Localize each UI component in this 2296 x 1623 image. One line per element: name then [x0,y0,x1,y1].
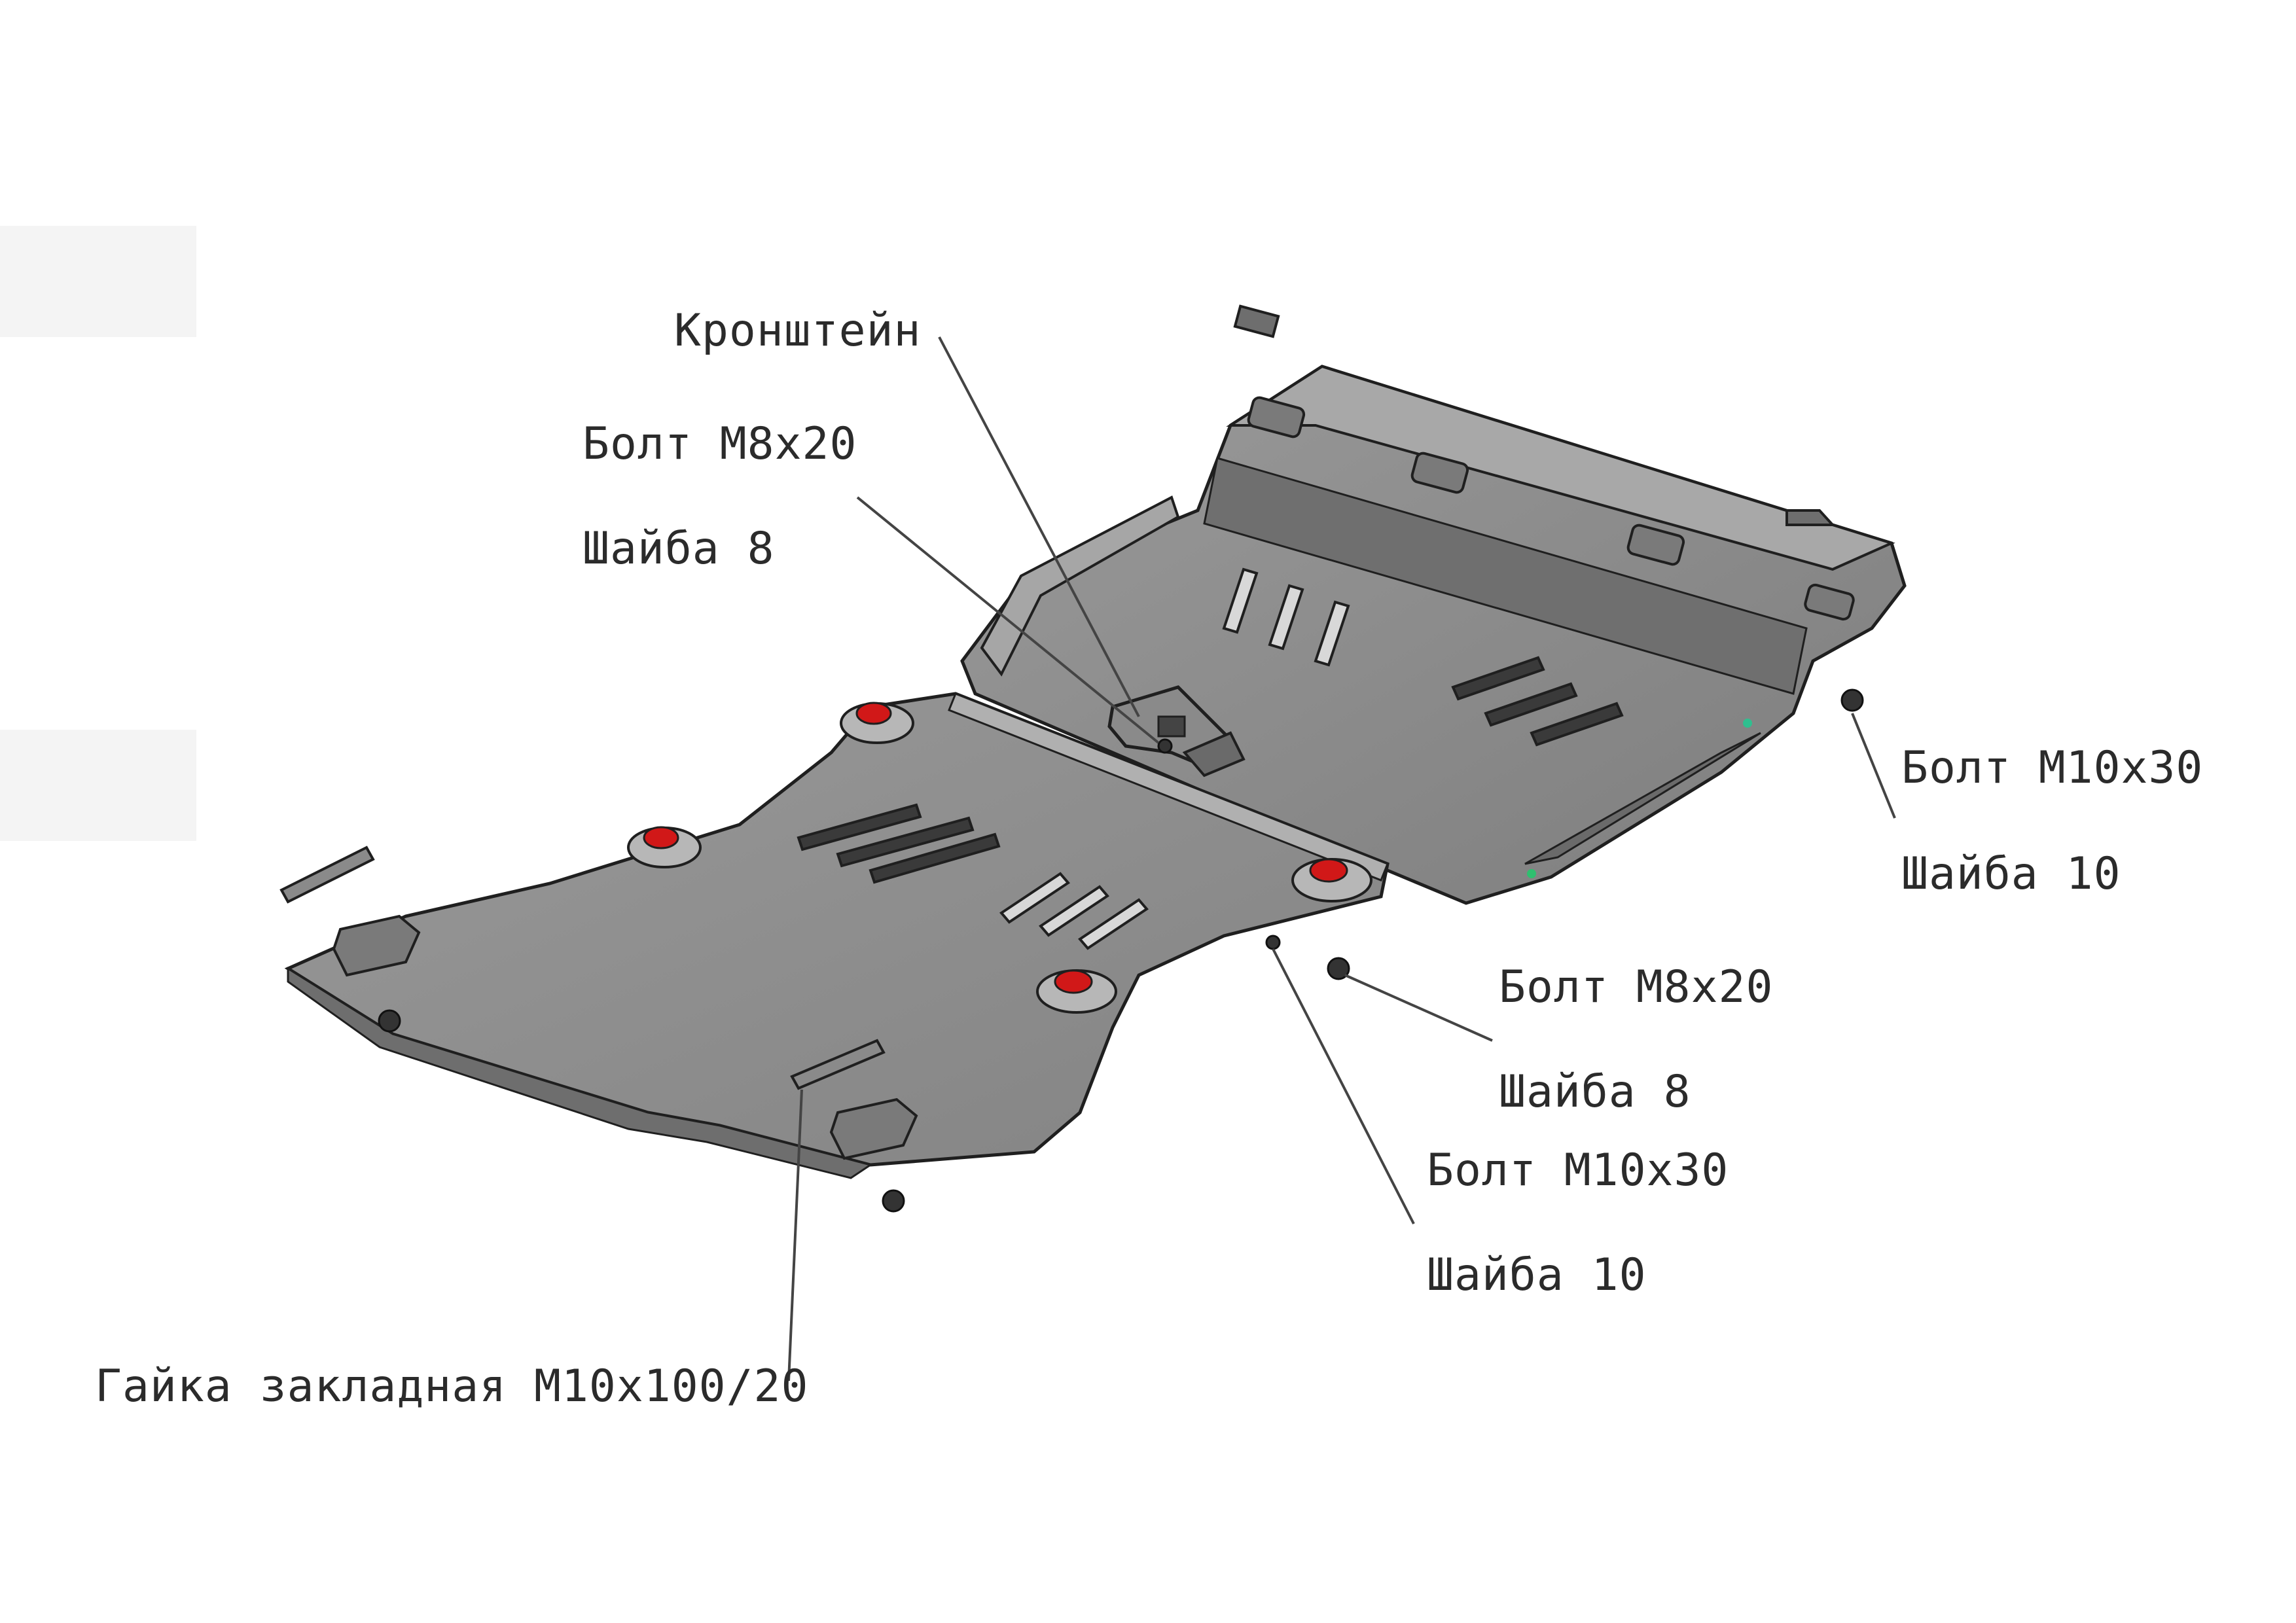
corner-brackets [332,914,918,1160]
indicator-dot [1527,869,1536,878]
bracket-part [1107,685,1246,777]
front-plate-joint [948,692,1389,882]
label-bolt-m10-right: Болт М10х30 [1901,742,2204,794]
bolt-m8-bracket [1157,738,1173,754]
leader-bolt-m10-right [1851,713,1896,819]
front-plate-edge [287,967,873,1179]
rubber-bumpers [627,702,1372,1014]
rear-plate-left-flange [980,495,1180,677]
leader-bolt-m8-right [1344,974,1493,1042]
loose-hardware [279,304,1864,1213]
leader-embedded-nut [787,1089,803,1382]
label-bolt-m10-mid: Болт М10х30 [1427,1145,1729,1196]
label-washer-10-right: Шайба 10 [1901,848,2121,900]
embedded-nut-left [279,846,375,904]
small-bracket-top [1233,304,1280,338]
mount-slot [1410,452,1469,494]
bolt-front-bottom [882,1189,905,1213]
background-shade-bottom [0,730,196,841]
leader-bolt-m8-left [856,496,1160,744]
mount-slot [1804,583,1855,621]
label-washer-8-left: Шайба 8 [583,523,775,575]
rear-vent-slots [1222,567,1624,747]
small-bracket-right [1785,509,1836,526]
front-vent-slots [797,803,1149,950]
label-bolt-m8-left: Болт М8х20 [583,418,857,470]
embedded-nut-right [790,1039,886,1090]
rear-plate-bend-face [1203,457,1808,695]
bolt-m10-mid [1265,935,1281,950]
bolt-m10-right [1840,688,1864,712]
background-shade-top [0,226,196,337]
leader-bolt-m10-mid [1272,948,1415,1224]
bolt-m8-right [1327,957,1350,980]
bolt-front-left [378,1009,401,1033]
label-washer-10-mid: Шайба 10 [1427,1249,1647,1301]
mount-slot [1247,396,1306,438]
label-bracket: Кронштейн [674,305,922,357]
front-skid-plate [284,692,1390,1179]
label-washer-8-right: Шайба 8 [1499,1066,1691,1118]
indicator-dot [1743,719,1752,728]
leader-lines [787,336,1896,1382]
label-embedded-nut: Гайка закладная М10х100/20 [95,1361,809,1412]
mount-slot [1626,524,1685,566]
leader-bracket [938,336,1140,717]
label-bolt-m8-right: Болт М8х20 [1499,961,1774,1013]
rear-plate-side-edge [1524,732,1761,865]
